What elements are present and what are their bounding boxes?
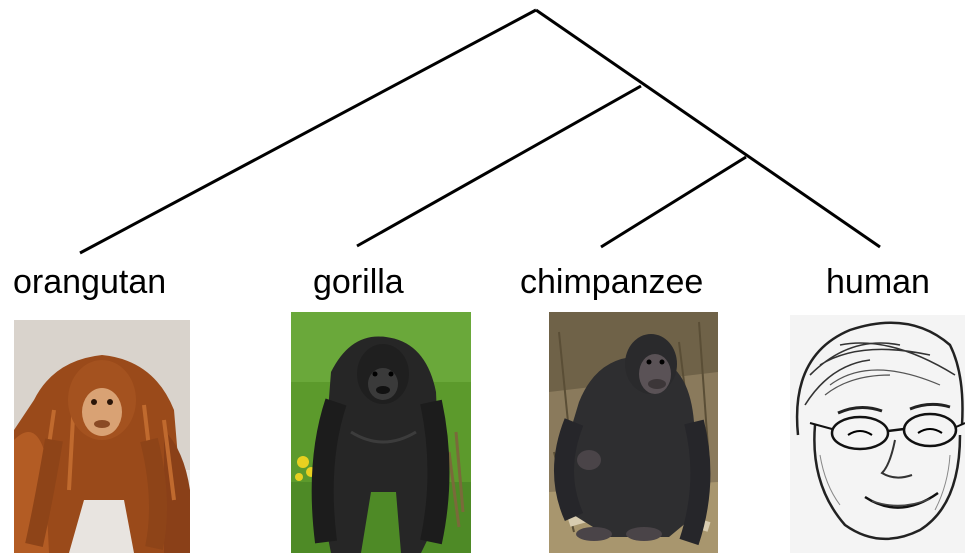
human-pencil-sketch [790,315,965,553]
label-human: human [826,263,930,301]
gorilla-photo [291,312,471,553]
cladogram-tree [79,8,881,255]
chimpanzee-photo [549,312,718,553]
branch-root-to-human [535,8,881,249]
label-orangutan: orangutan [13,263,167,301]
orangutan-photo [14,320,190,553]
branch-node-to-gorilla [356,84,642,248]
branch-root-to-orangutan [79,8,537,255]
label-gorilla: gorilla [313,263,404,301]
branch-node-to-chimpanzee [600,155,747,249]
label-chimpanzee: chimpanzee [520,263,704,301]
